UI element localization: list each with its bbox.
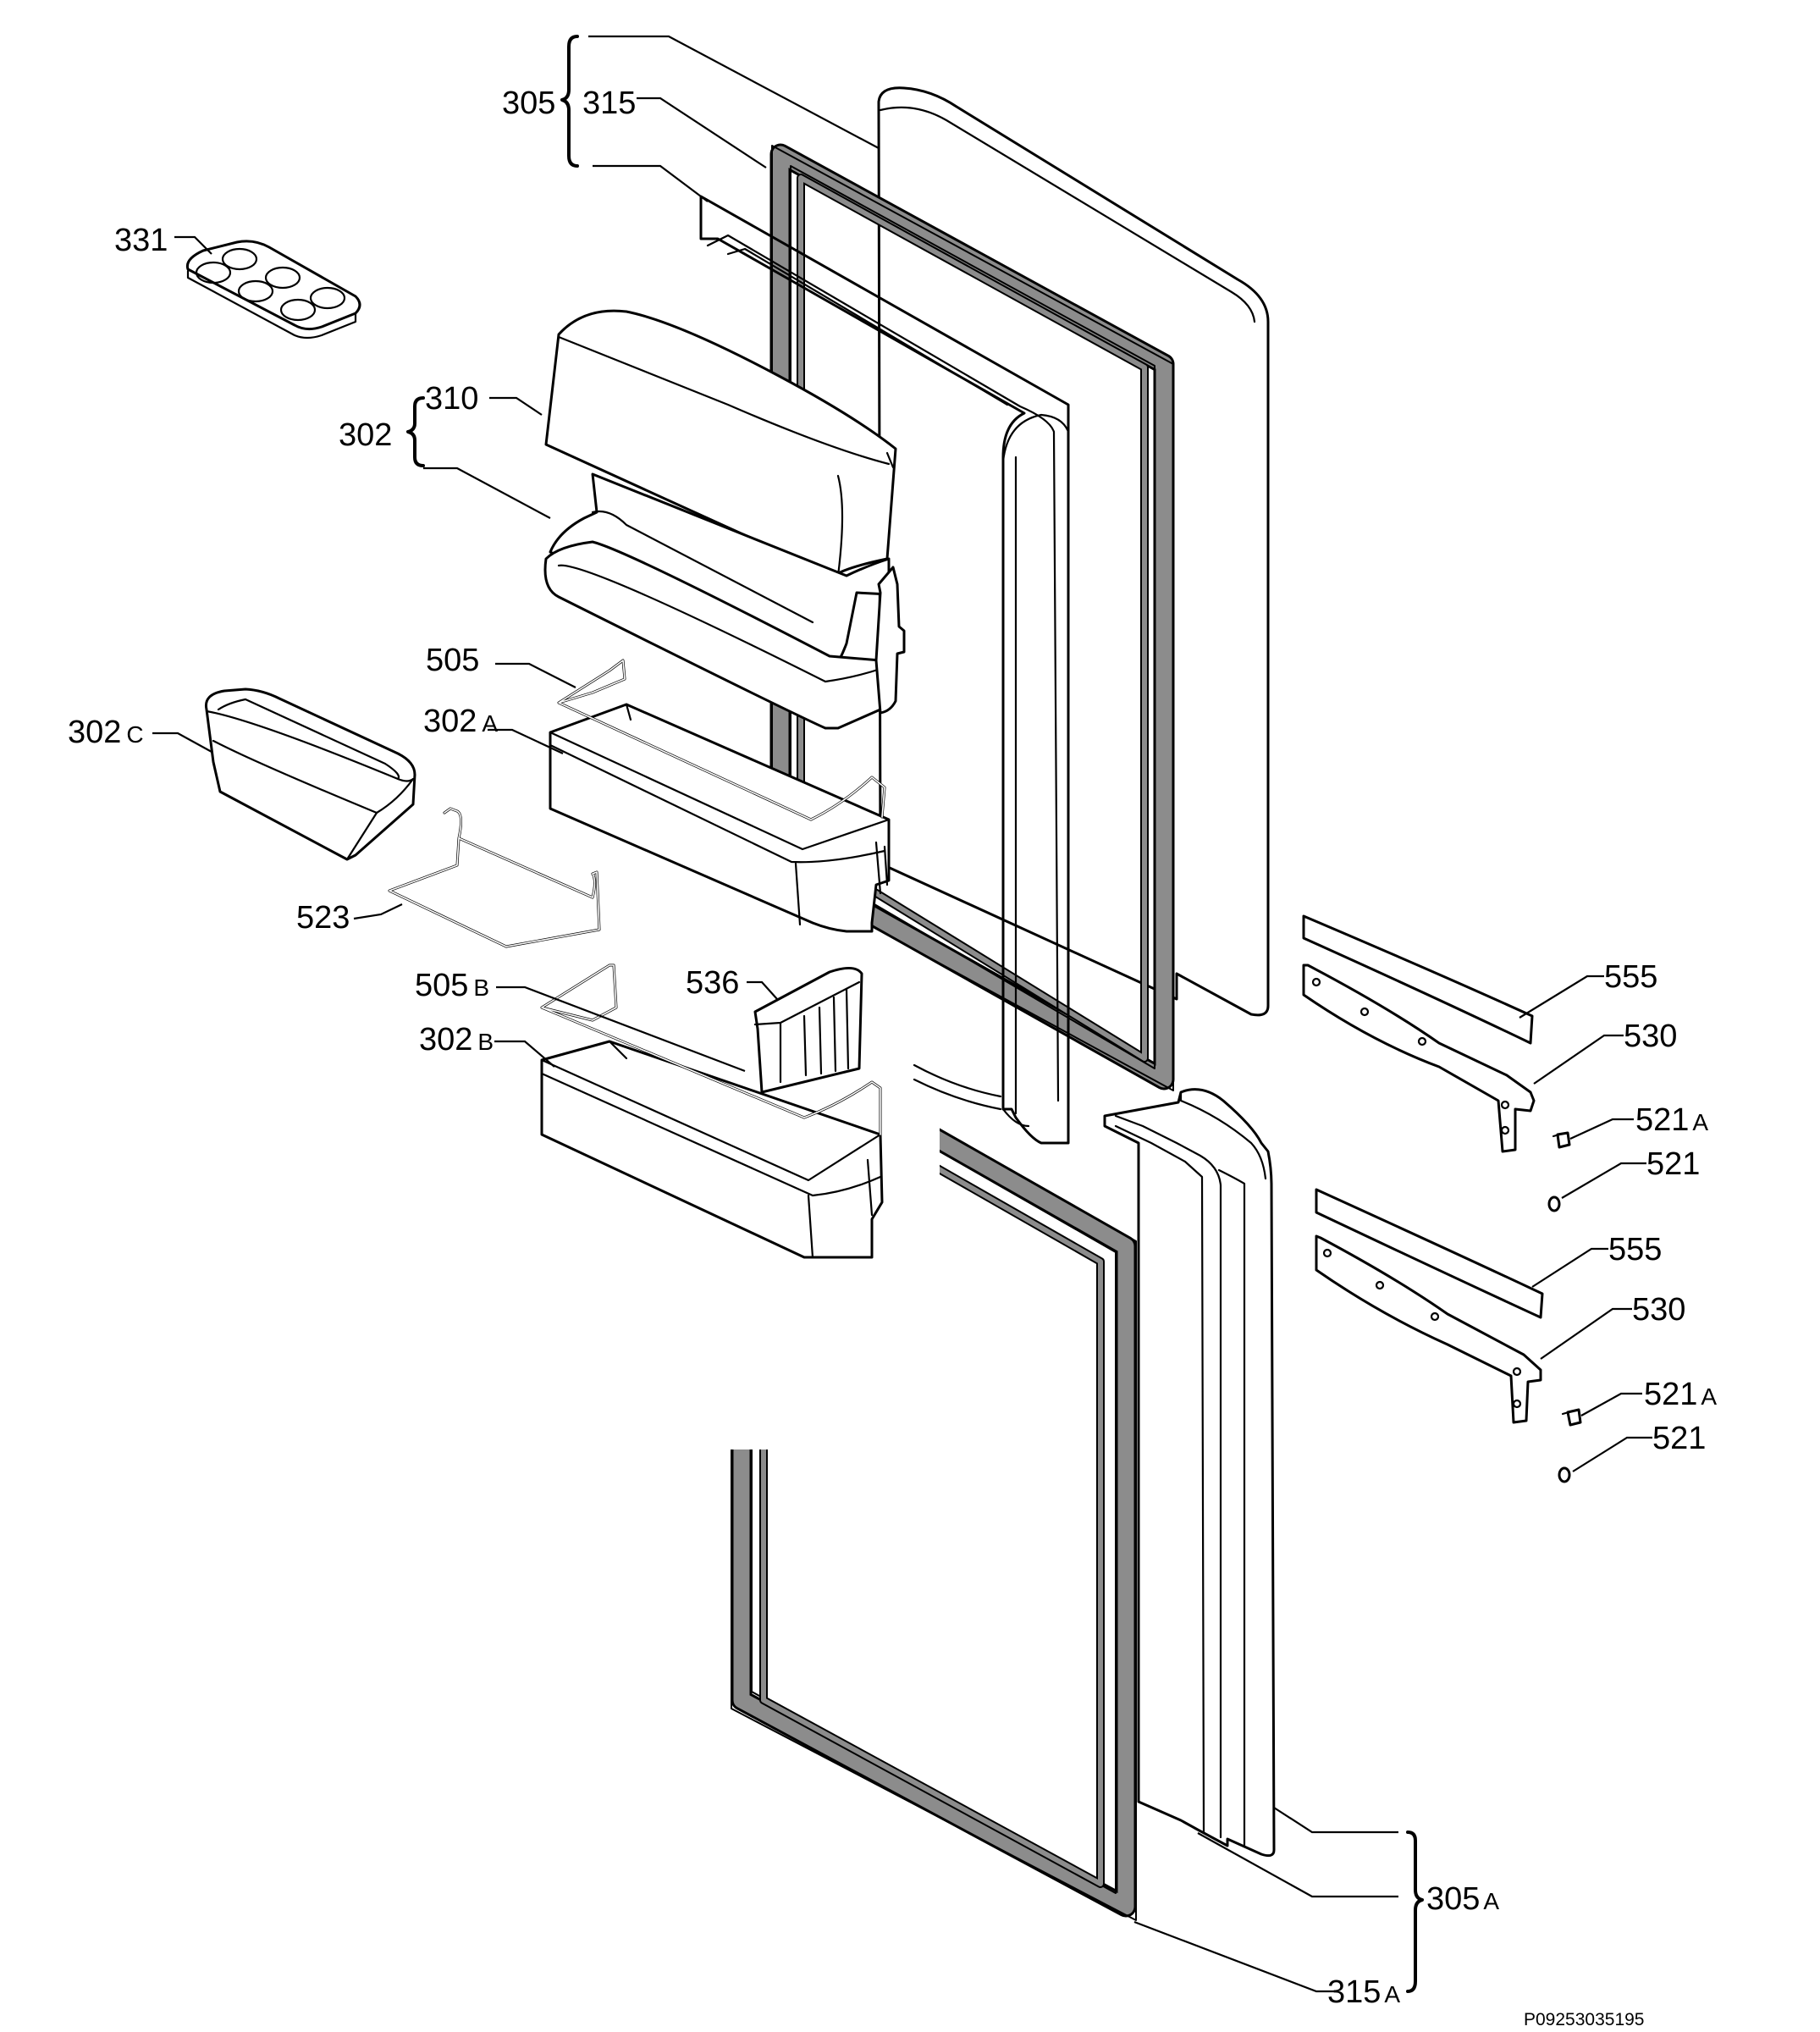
lower-door-panel	[1103, 1088, 1276, 1858]
hinge-cover-555-top	[1302, 914, 1534, 1045]
bottle-divider-536	[753, 967, 863, 1094]
screw-521a-bottom	[1561, 1408, 1582, 1427]
washer-521-top	[1547, 1195, 1561, 1212]
callout-523: 523	[296, 900, 350, 936]
callout-530-bottom: 530	[1632, 1292, 1685, 1328]
upper-door-panel	[877, 86, 1270, 1017]
callout-521-bottom: 521	[1652, 1421, 1706, 1456]
lower-door-gasket	[720, 1116, 1137, 1921]
callout-505: 505	[426, 643, 479, 678]
callout-521-top: 521	[1646, 1146, 1700, 1182]
hinge-530-bottom	[1315, 1234, 1542, 1424]
callout-536: 536	[686, 965, 739, 1001]
callout-530-top: 530	[1624, 1019, 1677, 1054]
callout-315: 315	[582, 86, 636, 121]
egg-tray	[185, 240, 361, 340]
callout-310: 310	[425, 381, 478, 417]
wire-guard-523	[388, 807, 601, 948]
callout-555-top: 555	[1604, 959, 1657, 995]
door-shelf-302a	[549, 659, 891, 933]
washer-521-bottom	[1558, 1466, 1571, 1483]
drawing-code: P09253035195	[1524, 2010, 1644, 2029]
bottle-holder-302c	[204, 687, 416, 861]
hinge-cover-555-bottom	[1315, 1188, 1544, 1319]
screw-521a-top	[1552, 1131, 1571, 1149]
callout-331: 331	[114, 223, 168, 258]
leader-lines	[152, 35, 1652, 1993]
dairy-compartment	[543, 309, 906, 730]
callout-305: 305	[502, 86, 555, 121]
hinge-530-top	[1302, 964, 1536, 1153]
braces	[406, 35, 1424, 1993]
callout-302: 302	[339, 417, 392, 453]
callout-555-bottom: 555	[1608, 1232, 1662, 1267]
door-shelf-302b	[540, 964, 884, 1259]
upper-inner-liner	[699, 195, 1070, 1145]
